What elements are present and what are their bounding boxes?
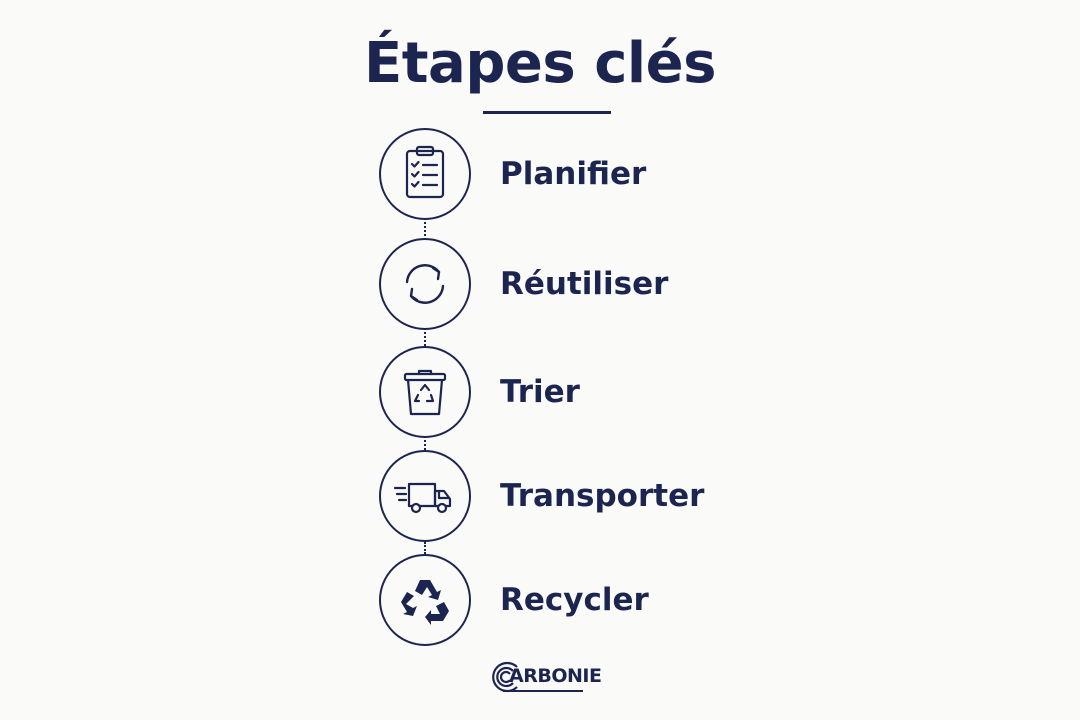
recycling-bin-icon <box>403 369 447 416</box>
step-label: Planifier <box>500 156 647 192</box>
step-trier: Trier <box>379 346 839 438</box>
logo-underline <box>503 690 583 692</box>
step-label: Trier <box>500 374 580 410</box>
carbonie-logo: ARBONIE <box>489 660 602 696</box>
step-icon-circle <box>379 554 471 646</box>
delivery-truck-icon <box>393 482 452 514</box>
step-icon-circle <box>379 238 471 330</box>
step-label: Réutiliser <box>500 266 669 302</box>
clipboard-checklist-icon <box>405 145 445 199</box>
step-connector <box>424 436 426 450</box>
step-icon-circle <box>379 128 471 220</box>
step-planifier: Planifier <box>379 128 839 220</box>
step-connector <box>424 328 426 346</box>
refresh-arrows-icon <box>405 264 445 304</box>
step-icon-circle <box>379 346 471 438</box>
step-label: Recycler <box>500 582 649 618</box>
title-underline <box>483 111 611 114</box>
step-connector <box>424 218 426 236</box>
step-label: Transporter <box>500 478 705 514</box>
page-title: Étapes clés <box>364 31 716 96</box>
step-transporter: Transporter <box>379 450 839 542</box>
step-connector <box>424 542 426 554</box>
recycle-symbol-icon <box>401 580 449 625</box>
step-icon-circle <box>379 450 471 542</box>
logo-text: ARBONIE <box>509 665 602 687</box>
step-recycler: Recycler <box>379 554 839 646</box>
step-reutiliser: Réutiliser <box>379 238 839 330</box>
